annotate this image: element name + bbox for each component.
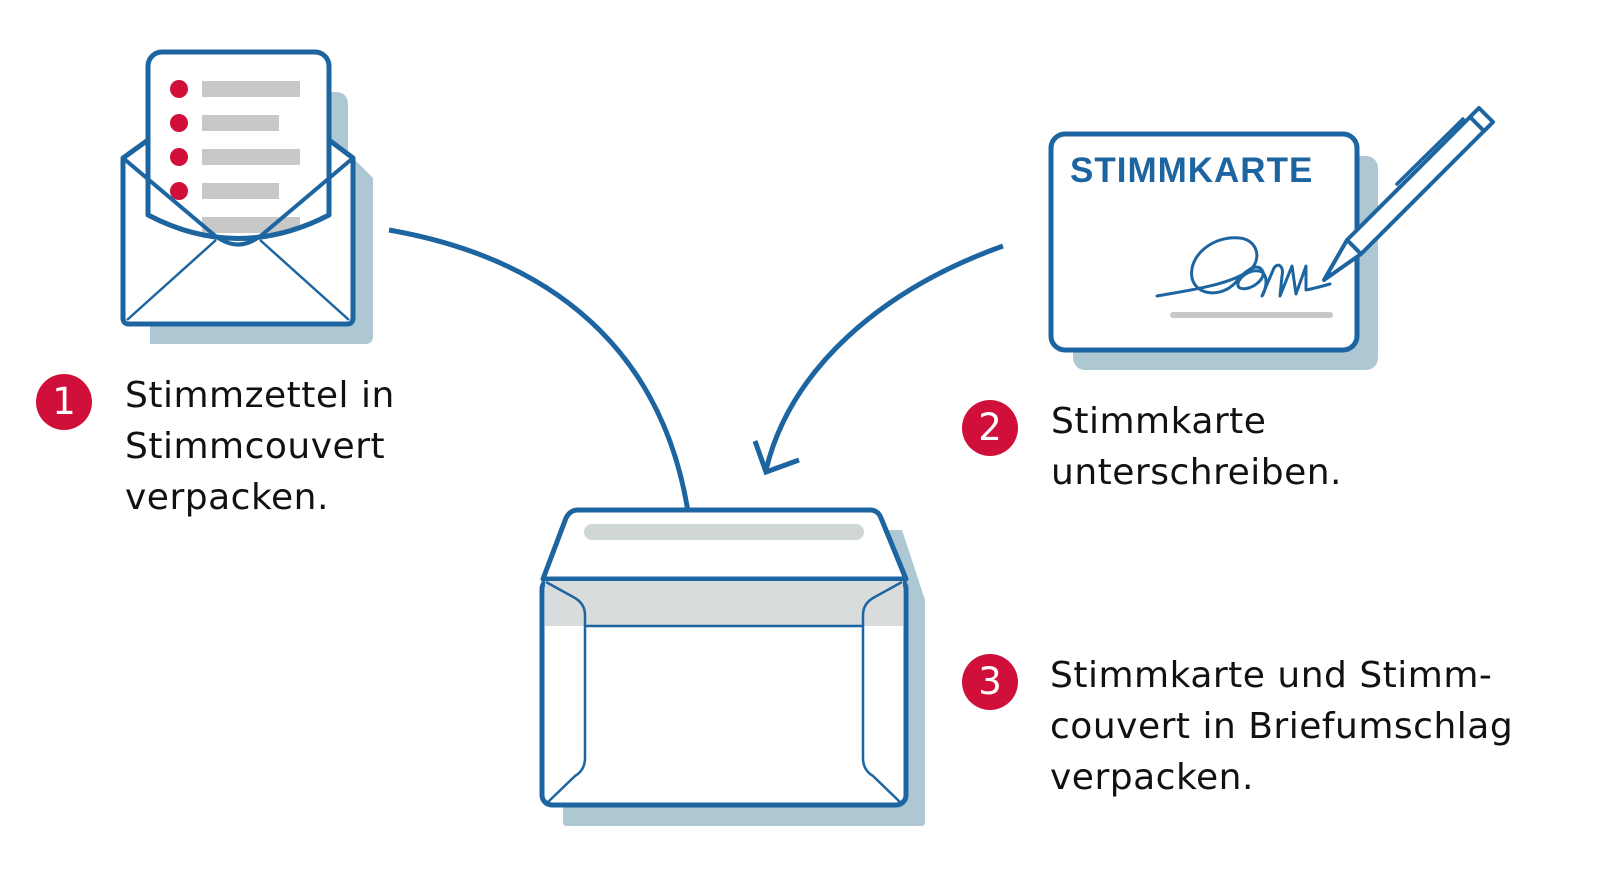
ballot-bullet: [170, 80, 188, 98]
ballot-bullet: [170, 182, 188, 200]
step-description: Stimmkarte und Stimm- couvert in Briefum…: [1050, 650, 1513, 803]
step-number-badge: 2: [962, 400, 1018, 456]
envelope-body: [539, 576, 909, 808]
step-text-line: verpacken.: [125, 477, 329, 518]
ballot-bullet: [170, 148, 188, 166]
mailing-envelope-icon: [539, 507, 925, 826]
step-text-line: Stimmkarte: [1051, 401, 1267, 442]
voting-card-icon: STIMMKARTE: [1048, 106, 1495, 370]
signature-icon: [1155, 236, 1332, 298]
step-text-line: Stimmzettel in: [125, 375, 395, 416]
arrow-from-card-icon: [752, 243, 1004, 476]
step-text-line: Stimmcouvert: [125, 426, 386, 467]
step-text-line: unterschreiben.: [1051, 452, 1342, 493]
pen-icon: [1322, 106, 1495, 282]
step-description: Stimmkarte unterschreiben.: [1051, 396, 1342, 498]
step-number-badge: 1: [36, 374, 92, 430]
ballot-bullet: [170, 114, 188, 132]
step-text-line: Stimmkarte und Stimm-: [1050, 655, 1493, 696]
step-2: 2 Stimmkarte unterschreiben.: [962, 400, 1342, 498]
step-1: 1 Stimmzettel in Stimmcouvert verpacken.: [36, 374, 395, 523]
step-3: 3 Stimmkarte und Stimm- couvert in Brief…: [962, 654, 1513, 803]
step-description: Stimmzettel in Stimmcouvert verpacken.: [125, 370, 395, 523]
step-number-badge: 3: [962, 654, 1018, 710]
ballot-envelope-icon: [120, 49, 373, 344]
card-title: STIMMKARTE: [1070, 151, 1313, 190]
step-text-line: couvert in Briefumschlag: [1050, 706, 1514, 747]
step-text-line: verpacken.: [1050, 757, 1254, 798]
